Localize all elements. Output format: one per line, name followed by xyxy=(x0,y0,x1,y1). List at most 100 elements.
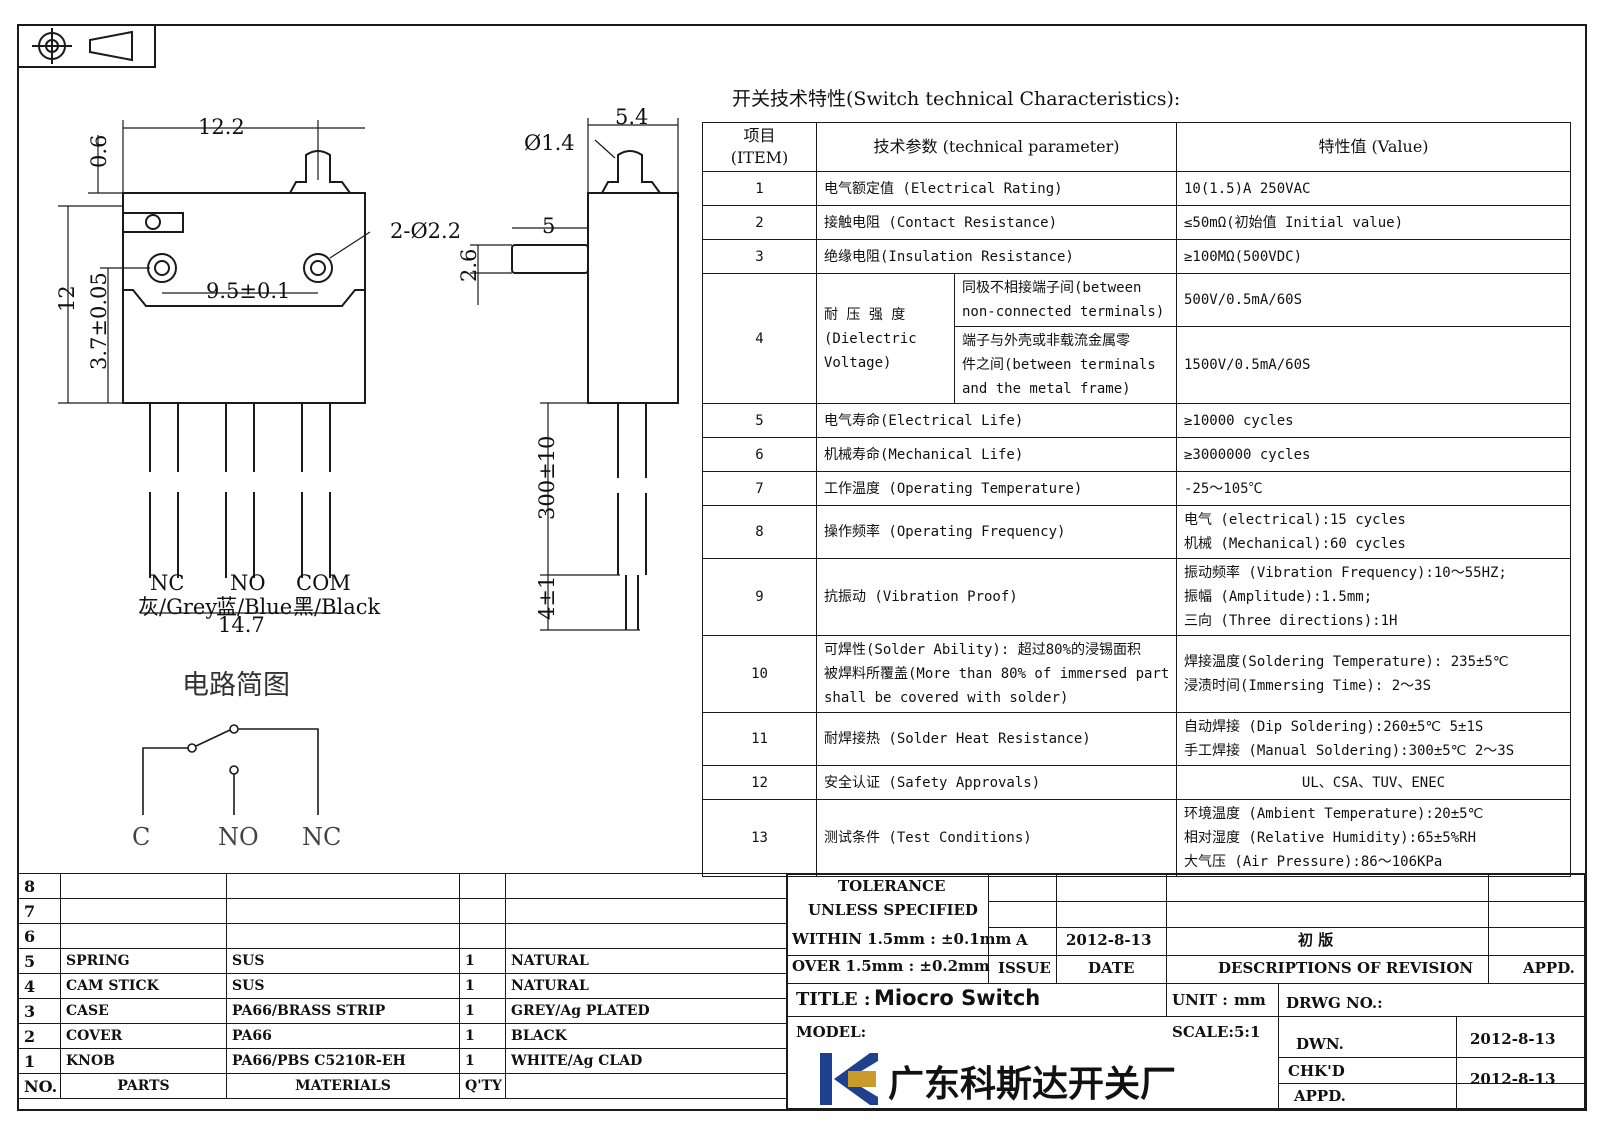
bom-material xyxy=(226,873,460,899)
issue-label: ISSUE xyxy=(998,959,1051,977)
appd2-label: APPD. xyxy=(1294,1087,1346,1105)
bom-finish: GREY/Ag PLATED xyxy=(505,998,787,1024)
company-logo-icon xyxy=(820,1053,878,1105)
title-label: TITLE : xyxy=(796,989,871,1010)
dim-height: 12 xyxy=(55,285,79,312)
dwn-label: DWN. xyxy=(1296,1035,1344,1053)
hole-left xyxy=(147,253,177,283)
bom-header-parts: PARTS xyxy=(60,1073,227,1099)
circuit-label-nc: NC xyxy=(302,823,341,851)
circuit-label-c: C xyxy=(132,823,150,851)
bom-no: 4 xyxy=(18,973,61,999)
bom-part: COVER xyxy=(60,1023,227,1049)
bom-no: 3 xyxy=(18,998,61,1024)
spec-header-param: 技术参数 (technical parameter) xyxy=(816,122,1177,172)
spec-header-row: 项目(ITEM) 技术参数 (technical parameter) 特性值 … xyxy=(702,122,1571,172)
bom-qty: 1 xyxy=(459,948,506,974)
spec-no: 11 xyxy=(702,712,817,766)
bom-material: PA66 xyxy=(226,1023,460,1049)
title-block: TOLERANCE UNLESS SPECIFIED WITHIN 1.5mm … xyxy=(786,873,1586,1110)
bom-header-row: NO. PARTS MATERIALS Q'TY xyxy=(18,1073,787,1099)
spec-param: 耐焊接热 (Solder Heat Resistance) xyxy=(816,712,1177,766)
sheet-border xyxy=(17,24,1587,1111)
spec-param: 绝缘电阻(Insulation Resistance) xyxy=(816,239,1177,274)
spec-no: 10 xyxy=(702,635,817,713)
spec-param: 电气寿命(Electrical Life) xyxy=(816,403,1177,438)
wire-color-nc: 灰/Grey xyxy=(138,595,217,619)
bom-part: SPRING xyxy=(60,948,227,974)
spec-value: UL、CSA、TUV、ENEC xyxy=(1176,765,1571,800)
tolerance-unless: UNLESS SPECIFIED xyxy=(808,901,978,919)
spec-no: 8 xyxy=(702,505,817,559)
wire-label-com: COM xyxy=(296,571,351,595)
dim-lever-len: 5 xyxy=(542,214,555,238)
dim-strip-len: 4±1 xyxy=(535,576,559,620)
bom-finish: NATURAL xyxy=(505,948,787,974)
dim-lever-h: 2.6 xyxy=(457,249,481,282)
body-step xyxy=(123,289,365,307)
spec-value: -25～105℃ xyxy=(1176,471,1571,506)
spec-no: 4 xyxy=(702,273,817,404)
tolerance-over: OVER 1.5mm : ±0.2mm xyxy=(792,957,990,975)
drwg-no-label: DRWG NO.: xyxy=(1286,994,1383,1012)
bom-header-no: NO. xyxy=(18,1073,61,1099)
bom-no: 7 xyxy=(18,898,61,924)
spec-row: 1 电气额定值 (Electrical Rating) 10(1.5)A 250… xyxy=(702,171,1571,206)
wire-nc xyxy=(149,403,179,578)
bom-no: 5 xyxy=(18,948,61,974)
hole-right xyxy=(303,253,333,283)
bom-no: 1 xyxy=(18,1048,61,1074)
chkd-date: 2012-8-13 xyxy=(1470,1070,1556,1088)
spec-value: ≤50mΩ(初始值 Initial value) xyxy=(1176,205,1571,240)
bom-finish: BLACK xyxy=(505,1023,787,1049)
spec-value: ≥10000 cycles xyxy=(1176,403,1571,438)
wire-no xyxy=(225,403,255,578)
projection-symbol-box xyxy=(17,24,156,68)
revision-desc: 初 版 xyxy=(1298,931,1334,949)
spec-param: 操作频率 (Operating Frequency) xyxy=(816,505,1177,559)
chkd-label: CHK'D xyxy=(1288,1062,1345,1080)
dim-actuator-dia: Ø1.4 xyxy=(524,131,575,155)
projection-symbol-icon xyxy=(32,28,133,64)
dwn-date: 2012-8-13 xyxy=(1470,1030,1556,1048)
spec-no: 9 xyxy=(702,558,817,636)
spec-value: 1500V/0.5mA/60S xyxy=(1176,326,1571,404)
spec-value: ≥3000000 cycles xyxy=(1176,437,1571,472)
bom-material: PA66/PBS C5210R-EH xyxy=(226,1048,460,1074)
bom-material: SUS xyxy=(226,973,460,999)
scale-value: 5:1 xyxy=(1234,1023,1261,1041)
bom-finish: NATURAL xyxy=(505,973,787,999)
actuator xyxy=(289,150,351,194)
side-view xyxy=(511,150,679,630)
bom-finish xyxy=(505,923,787,949)
wire-color-com: 黑/Black xyxy=(293,595,381,619)
bom-row: 8 xyxy=(18,873,787,899)
dim-hole-callout: 2-Ø2.2 xyxy=(390,219,461,243)
dim-side-width: 5.4 xyxy=(615,105,648,129)
issue-value: A xyxy=(1016,931,1028,949)
date-label: DATE xyxy=(1088,959,1135,977)
spec-title: 开关技术特性(Switch technical Characteristics)… xyxy=(732,88,1181,110)
spec-no: 2 xyxy=(702,205,817,240)
front-view xyxy=(122,150,366,578)
bom-finish: WHITE/Ag CLAD xyxy=(505,1048,787,1074)
wire-label-nc: NC xyxy=(150,571,184,595)
spec-row: 3 绝缘电阻(Insulation Resistance) ≥100MΩ(500… xyxy=(702,239,1571,274)
bom-material xyxy=(226,898,460,924)
drawing-title: Miocro Switch xyxy=(874,986,1041,1010)
